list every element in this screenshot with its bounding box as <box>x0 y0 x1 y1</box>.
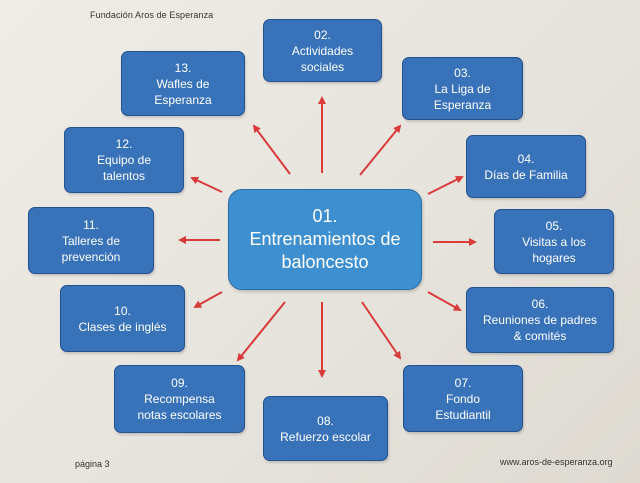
arrow-to-07 <box>361 301 402 360</box>
arrow-to-06 <box>427 291 462 311</box>
center-node: 01. Entrenamientos de baloncesto <box>228 189 422 290</box>
arrow-to-03 <box>359 124 402 176</box>
arrow-to-12 <box>190 176 223 193</box>
node-11: 11. Talleres de prevención <box>28 207 154 274</box>
node-10: 10. Clases de inglés <box>60 285 185 352</box>
node-04: 04. Días de Familia <box>466 135 586 198</box>
node-05: 05. Visitas a los hogares <box>494 209 614 274</box>
node-13: 13. Wafles de Esperanza <box>121 51 245 116</box>
node-06: 06. Reuniones de padres & comités <box>466 287 614 353</box>
header-title: Fundación Aros de Esperanza <box>90 10 214 20</box>
page-number: página 3 <box>75 459 110 469</box>
node-09: 09. Recompensa notas escolares <box>114 365 245 433</box>
arrow-to-10 <box>193 291 223 308</box>
arrow-to-04 <box>427 176 464 195</box>
node-08: 08. Refuerzo escolar <box>263 396 388 461</box>
arrow-to-09 <box>236 301 286 362</box>
node-02: 02. Actividades sociales <box>263 19 382 82</box>
node-07: 07. Fondo Estudiantil <box>403 365 523 432</box>
website-url: www.aros-de-esperanza.org <box>500 457 613 467</box>
arrow-to-13 <box>252 124 291 175</box>
node-12: 12. Equipo de talentos <box>64 127 184 193</box>
node-03: 03. La Liga de Esperanza <box>402 57 523 120</box>
